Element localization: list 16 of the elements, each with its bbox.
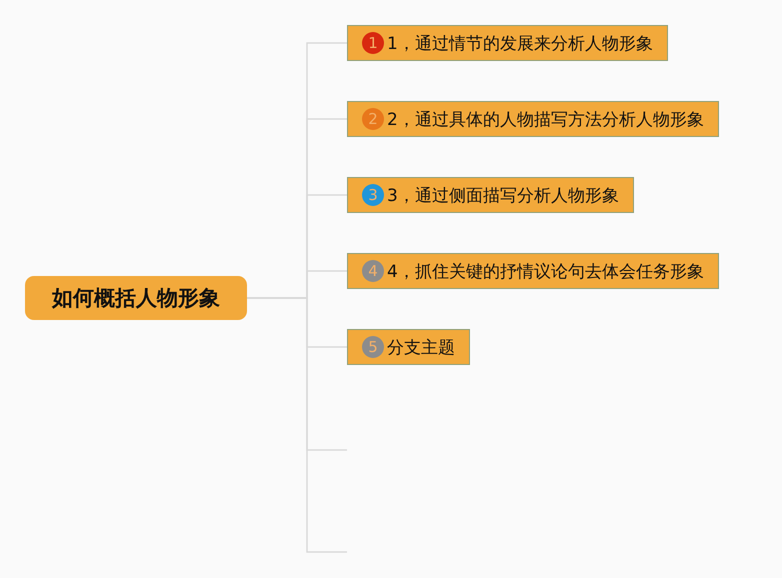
number-marker: 1 [362, 32, 384, 54]
topic-box [347, 25, 668, 61]
number-marker: 5 [362, 336, 384, 358]
topic-box [347, 177, 634, 213]
number-marker: 2 [362, 108, 384, 130]
topic-text: 分支主题 [387, 336, 455, 358]
topic-text: 3，通过侧面描写分析人物形象 [387, 184, 619, 206]
topic-text: 1，通过情节的发展来分析人物形象 [387, 32, 653, 54]
topic-box [347, 101, 719, 137]
number-marker: 3 [362, 184, 384, 206]
topic-text: 2，通过具体的人物描写方法分析人物形象 [387, 108, 704, 130]
topic-text: 4，抓住关键的抒情议论句去体会任务形象 [387, 260, 704, 282]
number-marker: 4 [362, 260, 384, 282]
topic-box [347, 329, 470, 365]
topic-box [347, 253, 719, 289]
root-topic-box: 如何概括人物形象 [25, 276, 247, 320]
